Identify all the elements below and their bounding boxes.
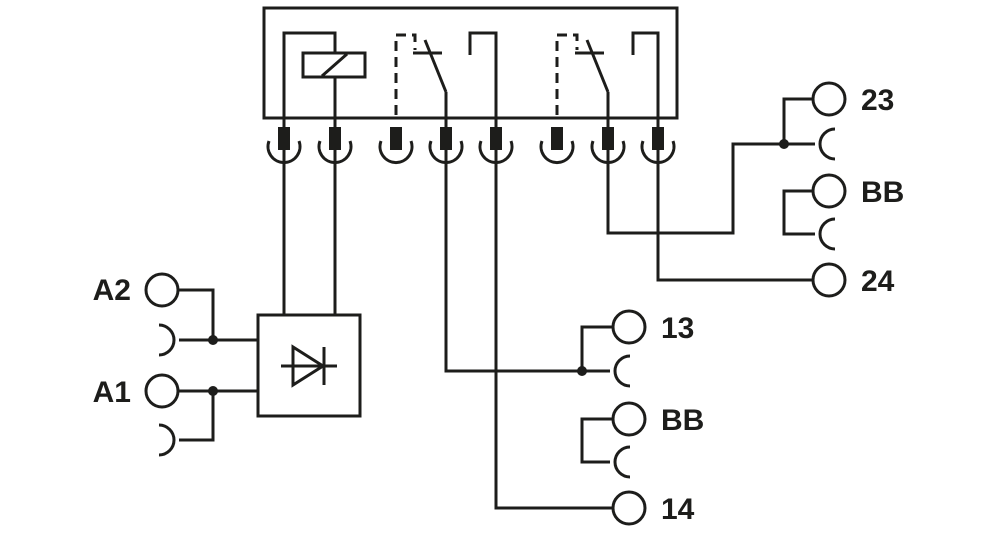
terminal-23: 23	[811, 81, 894, 161]
wire-pin4-to-13	[444, 92, 610, 373]
bb-top-socket-arc	[818, 217, 836, 251]
wire-bb-mid-jumper	[580, 417, 613, 464]
contact-1-lever	[423, 39, 448, 93]
wire-13-circle-lead	[580, 325, 613, 371]
contact-1-nc-dashed-path	[394, 33, 417, 115]
23-circle-contact	[811, 81, 847, 117]
bb-top-circle-contact	[811, 173, 847, 209]
wire-23-circle-lead	[782, 97, 813, 144]
terminal-pin-6	[539, 127, 575, 164]
label-23: 23	[861, 84, 894, 117]
label-a1: A1	[93, 376, 131, 409]
a2-circle-contact	[144, 272, 180, 308]
terminal-pin-5	[478, 127, 514, 164]
wire-pin8-to-24	[631, 31, 813, 282]
relay-coil	[282, 31, 367, 315]
13-socket-arc	[613, 354, 631, 388]
terminal-pin-8	[640, 127, 676, 164]
pin-cup-arc	[317, 140, 353, 164]
module-outline	[262, 6, 679, 120]
diode-block	[256, 313, 362, 418]
terminal-pin-3	[378, 127, 414, 164]
terminal-24: 24	[811, 262, 895, 298]
junction-a2	[208, 335, 218, 345]
pin-cup-arc	[428, 140, 464, 164]
13-circle-contact	[611, 309, 647, 345]
contact-1	[394, 33, 448, 115]
a1-circle-contact	[144, 373, 180, 409]
contact-2-nc-dashed-path	[555, 33, 579, 115]
terminal-pin-1	[266, 127, 302, 164]
pin-blade	[440, 127, 452, 150]
terminal-bb-top: BB	[811, 173, 904, 251]
coil-diagonal	[321, 52, 348, 78]
label-bb-top: BB	[861, 176, 904, 209]
a2-socket-arc	[158, 323, 176, 357]
14-circle-contact	[611, 490, 647, 526]
pin-cup-arc	[266, 140, 302, 164]
plug-terminals	[266, 127, 676, 164]
pin-cup-arc	[478, 140, 514, 164]
bb-mid-socket-arc	[613, 445, 631, 479]
wire-pin5-to-14	[468, 31, 613, 510]
terminal-pin-2	[317, 127, 353, 164]
terminal-13: 13	[611, 309, 694, 388]
pin-cup-arc	[539, 140, 575, 164]
pin-cup-arc	[590, 140, 626, 164]
label-a2: A2	[93, 274, 131, 307]
wire-a2-circle-lead	[178, 288, 215, 340]
diode-triangle	[291, 344, 326, 388]
contact-2-lever	[585, 39, 610, 93]
label-24: 24	[861, 265, 895, 298]
relay-socket-box	[262, 6, 679, 120]
label-13: 13	[661, 312, 694, 345]
pin-blade	[490, 127, 502, 150]
24-circle-contact	[811, 262, 847, 298]
terminal-bb-mid: BB	[611, 401, 704, 479]
pin-blade	[551, 127, 563, 150]
pin-cup-arc	[378, 140, 414, 164]
pin-blade	[652, 127, 664, 150]
terminal-a1: A1	[93, 373, 180, 457]
junction-a1	[208, 386, 218, 396]
pin-blade	[602, 127, 614, 150]
wire-a1-arc-lead	[179, 391, 215, 442]
label-bb-mid: BB	[661, 404, 704, 437]
wires	[178, 31, 815, 510]
coil-feed-wire	[282, 31, 337, 315]
pin-blade	[278, 127, 290, 150]
junction-13	[577, 366, 587, 376]
contact-2	[555, 33, 610, 115]
junction-dots	[208, 139, 789, 396]
terminal-14: 14	[611, 490, 695, 526]
bb-mid-circle-contact	[611, 401, 647, 437]
terminal-pin-7	[590, 127, 626, 164]
pin-blade	[329, 127, 341, 150]
label-14: 14	[661, 493, 695, 526]
wire-bb-top-jumper	[782, 189, 815, 236]
terminal-a2: A2	[93, 272, 180, 357]
terminal-pin-4	[428, 127, 464, 164]
junction-23	[779, 139, 789, 149]
pin-cup-arc	[640, 140, 676, 164]
23-socket-arc	[818, 127, 836, 161]
a1-socket-arc	[158, 423, 176, 457]
wire-pin7-to-23	[606, 92, 815, 235]
pin-blade	[390, 127, 402, 150]
